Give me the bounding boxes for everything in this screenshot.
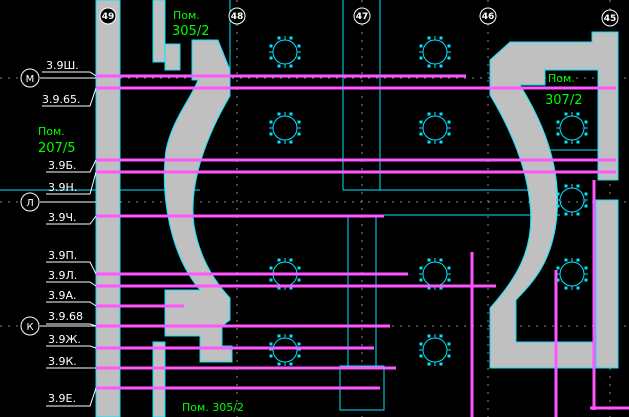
wall-axis-49 [95, 0, 121, 417]
pipe-label: 3.9Н. [48, 181, 77, 194]
pipe-label: 3.9Е. [48, 392, 76, 405]
column-circle-icon [419, 36, 451, 68]
pipe-label: 3.9П. [48, 249, 77, 262]
room-caption: Пом. [548, 72, 575, 85]
pipe-label: 3.9Ч. [48, 211, 77, 224]
pipes [96, 74, 629, 417]
wall-top-stub [152, 0, 166, 63]
room-caption: Пом. [173, 9, 200, 22]
axis-markers-left: М Л К [20, 68, 40, 336]
room-number: 307/2 [545, 93, 582, 108]
room-label-bottom: Пом. 305/2 [182, 401, 244, 414]
axis-circle-icon [228, 7, 246, 25]
axis-k-label: К [26, 322, 33, 333]
column-circle-icon [419, 258, 451, 290]
room-labels: Пом. 305/2 Пом. 207/5 Пом. 307/2 Пом. 30… [38, 9, 582, 414]
axis-circle-icon [20, 192, 40, 212]
axis-circle-icon [353, 7, 371, 25]
curved-wall-left [163, 39, 233, 363]
wall-axis-45-lower [595, 199, 619, 369]
axis-m-label: М [26, 74, 35, 85]
column-circle-icon [269, 112, 301, 144]
wall-bottom-stub [152, 341, 166, 417]
pipe-label: 3.9.65. [42, 93, 80, 106]
column-circle-icon [419, 334, 451, 366]
column-circle-icon [556, 112, 588, 144]
pipe-label: 3.9Б. [48, 159, 77, 172]
pipe-label: 3.9Ж. [48, 333, 81, 346]
axis-circle-icon [20, 316, 40, 336]
label-leaders [40, 71, 97, 407]
pipe-labels: 3.9Ш. 3.9.65. 3.9Б. 3.9Н. 3.9Ч. 3.9П. 3.… [42, 59, 83, 405]
room-caption: Пом. [38, 125, 65, 138]
pipe-label: 3.9А. [48, 289, 77, 302]
walls [95, 0, 619, 417]
axis-49-label: 49 [102, 12, 115, 22]
column-circle-icon [556, 184, 588, 216]
pipe-label: 3.9Ш. [46, 59, 79, 72]
pipe-label: 3.9.68 [48, 310, 83, 323]
curved-wall-right [489, 31, 619, 369]
axis-l-label: Л [26, 198, 34, 209]
pipe-label: 3.9Л. [48, 269, 77, 282]
wall-top-stub-2 [164, 43, 181, 71]
axis-circle-icon [601, 9, 619, 27]
axis-46-label: 46 [482, 12, 495, 22]
column-circle-icon [269, 334, 301, 366]
axis-45-label: 45 [604, 14, 617, 24]
column-circle-icon [269, 36, 301, 68]
column-circle-icon [419, 112, 451, 144]
axis-47-label: 47 [356, 12, 369, 22]
column-circle-icon [556, 258, 588, 290]
room-number: 207/5 [38, 141, 75, 156]
axis-48-label: 48 [231, 12, 244, 22]
axis-circle-icon [479, 7, 497, 25]
axis-markers-top: 49 48 47 46 45 [99, 7, 619, 27]
axis-circle-icon [20, 68, 40, 88]
pipe-label: 3.9К. [48, 355, 77, 368]
axis-circle-icon [99, 7, 117, 25]
room-number: 305/2 [172, 24, 209, 39]
